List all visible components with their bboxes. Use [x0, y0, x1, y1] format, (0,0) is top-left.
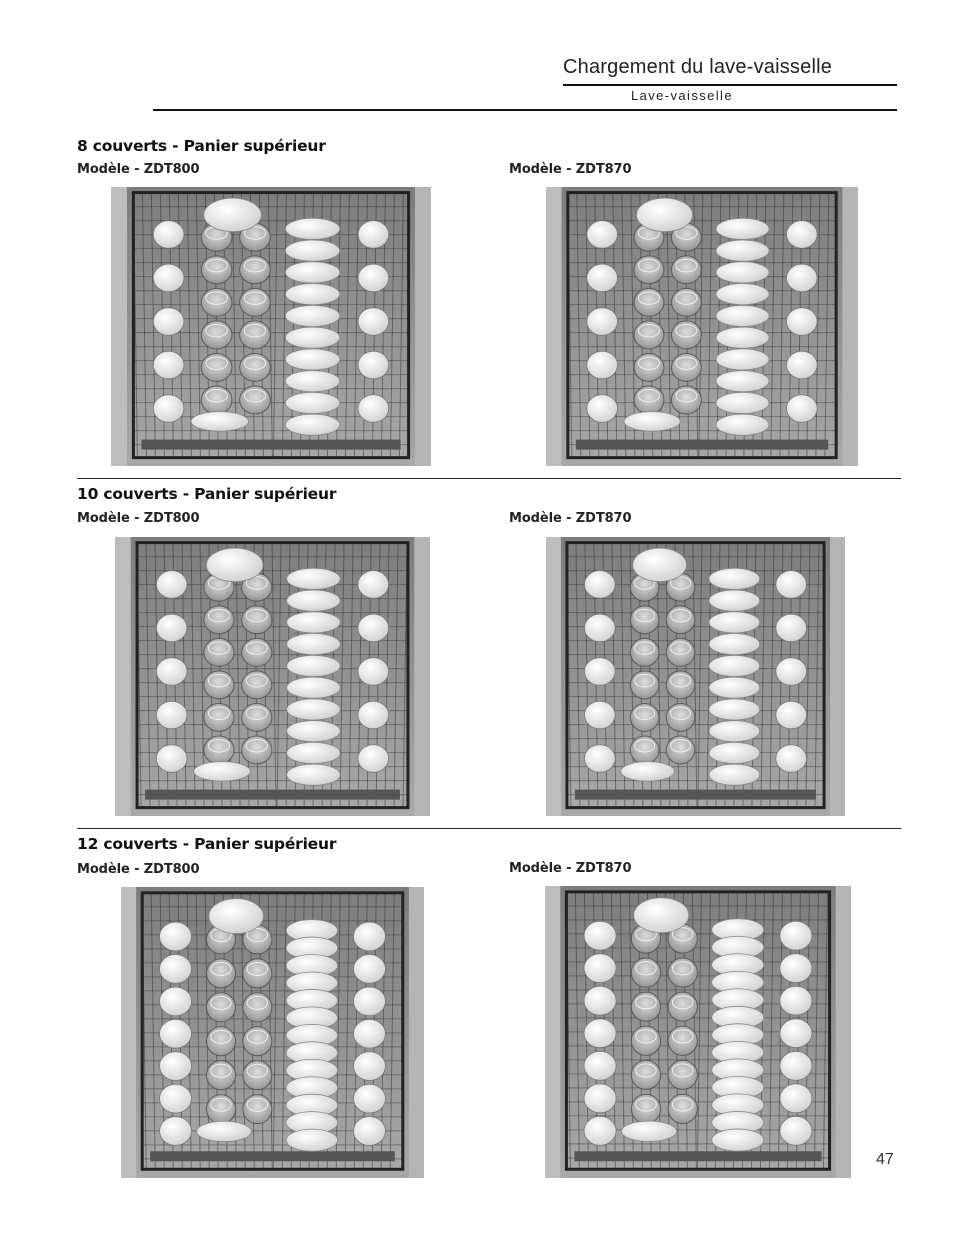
loaded-dishes: [586, 197, 818, 436]
model-label-left-3: Modèle - ZDT800: [77, 862, 200, 877]
rack-illustration: [546, 187, 858, 466]
rack-photo-12-zdt800: [121, 887, 424, 1178]
model-label-left-1: Modèle - ZDT800: [77, 162, 200, 177]
section-title-12-place: 12 couverts - Panier supérieur: [77, 835, 337, 853]
header-title: Chargement du lave-vaisselle: [563, 56, 833, 78]
loaded-dishes: [159, 898, 386, 1152]
header-subtitle: Lave-vaisselle: [631, 88, 733, 103]
header-rule-long: [153, 109, 897, 111]
model-label-right-3: Modèle - ZDT870: [509, 861, 632, 876]
section-divider-1: [77, 478, 901, 479]
model-label-right-2: Modèle - ZDT870: [509, 511, 632, 526]
rack-photo-8-zdt870: [546, 187, 858, 466]
rack-photo-10-zdt870: [546, 537, 845, 816]
rack-illustration: [545, 886, 851, 1178]
rack-photo-8-zdt800: [111, 187, 431, 466]
rack-illustration: [115, 537, 430, 816]
model-label-right-1: Modèle - ZDT870: [509, 162, 632, 177]
loaded-dishes: [584, 547, 807, 786]
loaded-dishes: [155, 547, 390, 786]
rack-illustration: [121, 887, 424, 1178]
loaded-dishes: [152, 197, 390, 436]
rack-photo-12-zdt870: [545, 886, 851, 1178]
section-title-8-place: 8 couverts - Panier supérieur: [77, 137, 326, 155]
page-number: 47: [876, 1151, 894, 1168]
rack-photo-10-zdt800: [115, 537, 430, 816]
rack-illustration: [111, 187, 431, 466]
loaded-dishes: [583, 897, 813, 1152]
section-title-10-place: 10 couverts - Panier supérieur: [77, 485, 337, 503]
rack-illustration: [546, 537, 845, 816]
model-label-left-2: Modèle - ZDT800: [77, 511, 200, 526]
section-divider-2: [77, 828, 901, 829]
header-rule-short: [563, 84, 897, 86]
